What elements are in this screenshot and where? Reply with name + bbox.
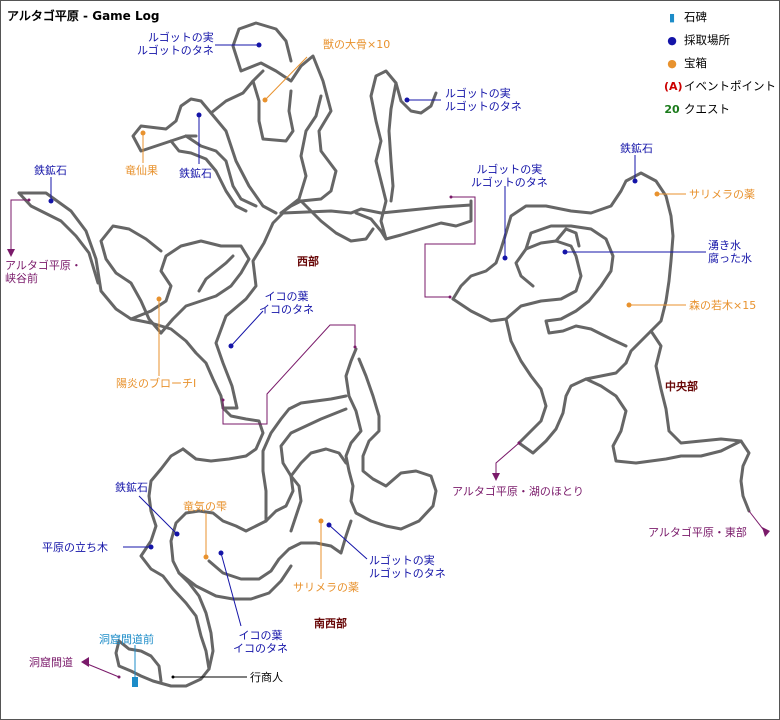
exit-canyon-line1: アルタゴ平原・ xyxy=(5,259,82,272)
exit-arrows xyxy=(7,249,770,667)
label-iko-w: イコの葉 イコのタネ xyxy=(259,290,314,316)
lugot-nw-seed: ルゴットのタネ xyxy=(137,44,214,57)
chest-lines xyxy=(142,56,686,579)
corridor-walls xyxy=(17,21,751,688)
label-lugot-n: ルゴットの実 ルゴットのタネ xyxy=(445,87,522,113)
label-chest-dragon-fruit: 竜仙果 xyxy=(125,164,158,177)
lugot-n-fruit: ルゴットの実 xyxy=(445,87,511,100)
legend-quest-label: クエスト xyxy=(684,102,730,116)
label-chest-salimera-c: サリメラの薬 xyxy=(689,188,755,201)
legend-quest: 20 クエスト xyxy=(664,98,776,121)
label-exit-lake[interactable]: アルタゴ平原・湖のほとり xyxy=(452,485,584,498)
legend-gather-label: 採取場所 xyxy=(684,33,730,47)
label-exit-canyon[interactable]: アルタゴ平原・ 峡谷前 xyxy=(5,259,82,285)
label-chest-young-tree: 森の若木×15 xyxy=(689,299,757,312)
label-merchant: 行商人 xyxy=(250,671,283,684)
legend-gather: ● 採取場所 xyxy=(664,29,776,52)
iko-w-seed: イコのタネ xyxy=(259,303,314,316)
region-west: 西部 xyxy=(297,255,319,268)
legend-chest-label: 宝箱 xyxy=(684,56,707,70)
rotten-water: 腐った水 xyxy=(708,252,752,265)
stone-marker xyxy=(132,677,138,687)
spring-water: 湧き水 xyxy=(708,239,741,252)
event-mark: (A) xyxy=(664,80,683,93)
lugot-c-seed: ルゴットのタネ xyxy=(471,176,548,189)
legend-chest: ● 宝箱 xyxy=(664,52,776,75)
lugot-sw-fruit: ルゴットの実 xyxy=(369,554,435,567)
gather-points xyxy=(48,42,638,556)
label-chest-dragon-drop: 竜気の雫 xyxy=(183,500,227,513)
lugot-sw-seed: ルゴットのタネ xyxy=(369,567,446,580)
label-lugot-nw: ルゴットの実 ルゴットのタネ xyxy=(137,31,214,57)
legend: ▮ 石碑 ● 採取場所 ● 宝箱 (A) イベントポイント 20 クエスト xyxy=(664,6,776,121)
legend-stone-label: 石碑 xyxy=(684,10,707,24)
iko-w-leaf: イコの葉 xyxy=(264,290,309,303)
label-ore-nw: 鉄鉱石 xyxy=(179,167,212,180)
lugot-n-seed: ルゴットのタネ xyxy=(445,100,522,113)
label-chest-salimera-sw: サリメラの薬 xyxy=(293,581,359,594)
label-ore-c: 鉄鉱石 xyxy=(620,142,653,155)
gather-dot-icon: ● xyxy=(667,34,677,47)
label-exit-cave[interactable]: 洞窟間道 xyxy=(29,656,73,669)
label-stone: 洞窟間道前 xyxy=(99,633,154,646)
chest-points xyxy=(140,97,660,560)
label-chest-bone: 獣の大骨×10 xyxy=(323,38,391,51)
exit-lines xyxy=(10,196,767,678)
region-southwest: 南西部 xyxy=(314,617,347,630)
map-title: アルタゴ平原 - Game Log xyxy=(7,9,160,23)
label-exit-east[interactable]: アルタゴ平原・東部 xyxy=(648,526,747,539)
label-iko-sw: イコの葉 イコのタネ xyxy=(233,629,288,655)
legend-stone: ▮ 石碑 xyxy=(664,6,776,29)
exit-points xyxy=(27,195,521,679)
label-ore-sw: 鉄鉱石 xyxy=(115,481,148,494)
quest-mark: 20 xyxy=(664,103,680,116)
lugot-nw-fruit: ルゴットの実 xyxy=(148,31,214,44)
label-ore-w: 鉄鉱石 xyxy=(34,164,67,177)
iko-sw-seed: イコのタネ xyxy=(233,642,288,655)
legend-event-label: イベントポイント xyxy=(684,79,776,93)
label-tree: 平原の立ち木 xyxy=(42,541,108,554)
iko-sw-leaf: イコの葉 xyxy=(238,629,283,642)
gather-lines xyxy=(50,44,706,627)
label-lugot-sw: ルゴットの実 ルゴットのタネ xyxy=(369,554,446,580)
lugot-c-fruit: ルゴットの実 xyxy=(476,163,543,176)
label-spring: 湧き水 腐った水 xyxy=(708,239,752,265)
label-lugot-c: ルゴットの実 ルゴットのタネ xyxy=(471,163,548,189)
region-central: 中央部 xyxy=(665,380,698,393)
label-chest-brooch: 陽炎のブローチI xyxy=(116,377,197,390)
exit-canyon-line2: 峡谷前 xyxy=(5,272,38,285)
chest-dot-icon: ● xyxy=(667,57,677,70)
stone-icon: ▮ xyxy=(668,11,676,24)
legend-event: (A) イベントポイント xyxy=(664,75,776,98)
